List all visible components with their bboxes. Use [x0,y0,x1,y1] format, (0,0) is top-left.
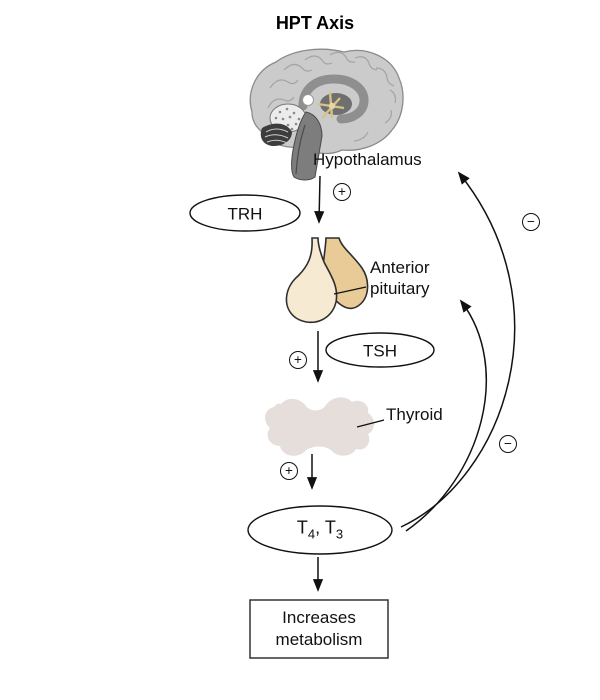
metabolism-label: Increases metabolism [250,600,388,658]
tsh-ellipse [325,332,435,368]
anterior-pituitary-label-line1: Anterior [370,258,430,277]
feedback-curve-to-pituitary [405,299,488,532]
plus-sign-trh: + [333,183,351,201]
brain-medial-band [298,74,369,124]
hypothalamus-node [328,102,336,110]
pituitary-pointer-line [333,286,367,295]
brain-illustration [249,48,404,181]
trh-label: TRH [227,204,263,224]
minus-sign-pituitary-feedback: − [499,435,517,453]
t4-label-base: T [296,517,308,538]
t3-label-sub: 3 [335,526,344,542]
brain-gyri-lines [267,51,397,142]
minus-sign-hypothalamus-feedback: − [522,213,540,231]
metabolism-label-line1: Increases [282,608,356,627]
thyroid-illustration [265,397,374,456]
mammillary-body [302,94,314,106]
t4-t3-ellipse [247,505,393,555]
thyroid-label: Thyroid [386,405,443,424]
metabolism-label-line2: metabolism [275,630,363,649]
plus-sign-tsh: + [289,351,307,369]
trh-ellipse [189,194,301,232]
anterior-pituitary-label: Anterior pituitary [370,257,430,299]
hypothalamus-label: Hypothalamus [313,150,422,169]
diagram-title: HPT Axis [275,13,355,33]
anterior-pituitary-label-line2: pituitary [370,279,430,298]
plus-sign-thyroid: + [280,462,298,480]
t4-label-sub: 4 [307,526,316,542]
anterior-pituitary-lobe [285,237,338,324]
metabolism-box [249,599,389,659]
brainstem [291,111,323,181]
tsh-label: TSH [363,341,397,361]
t4-t3-label: T4, T3 [297,518,343,545]
pituitary-illustration [285,237,369,324]
arrow-hypothalamus-to-pituitary [314,175,325,224]
t3-label-base: , T [315,517,336,538]
thyroid-pointer-line [356,419,385,428]
